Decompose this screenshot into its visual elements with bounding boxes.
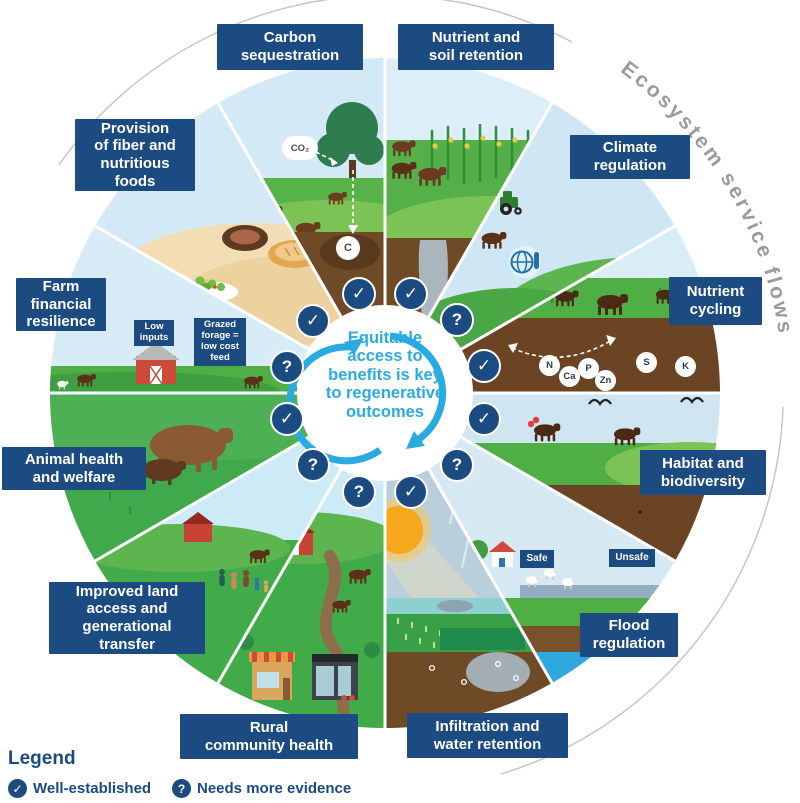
evidence-icon-nutrient-soil-retention: ✓ [394,277,428,311]
evidence-icon-flood-regulation: ? [440,448,474,482]
evidence-icon-animal-health-welfare: ✓ [270,402,304,436]
sector-label-carbon-sequestration: Carbon sequestration [217,24,363,70]
co2-label: CO₂ [282,136,318,160]
carbon-label: C [336,236,360,260]
storefront-awning [249,652,295,700]
legend-label-well-established: Well-established [33,780,152,797]
sector-label-climate-regulation: Climate regulation [570,135,690,179]
check-icon: ✓ [8,779,27,798]
tractor-illustration [500,191,522,215]
grazed-forage-label: Grazed forage = low cost feed [194,318,246,366]
cycle-arrowhead-bottom [406,431,425,449]
low-inputs-label: Low inputs [134,320,174,346]
sector-label-farm-financial-resilience: Farm financial resilience [16,278,106,331]
nutrient-p-label: P [578,358,599,379]
sector-label-improved-land-access: Improved land access and generational tr… [49,582,205,654]
legend-heading: Legend [8,748,76,769]
cow-and-calf [142,425,233,485]
nutrient-ca-label: Ca [559,366,580,387]
legend-label-needs-more-evidence: Needs more evidence [197,780,352,797]
unsafe-label: Unsafe [609,549,655,567]
steak-illustration [222,225,268,251]
nutrient-zn-label: Zn [595,370,616,391]
evidence-icon-climate-regulation: ? [440,303,474,337]
sector-label-rural-community-health: Rural community health [180,714,358,759]
sector-label-nutrient-soil-retention: Nutrient and soil retention [398,24,554,70]
evidence-icon-farm-financial-resilience: ? [270,350,304,384]
sector-label-infiltration-water-retention: Infiltration and water retention [407,713,568,758]
evidence-icon-nutrient-cycling: ✓ [467,349,501,383]
nutrient-s-label: S [636,352,657,373]
question-icon: ? [172,779,191,798]
center-message: Equitable access to benefits is key to r… [325,329,445,421]
climate-globe-icon [509,246,541,278]
house-illustration [489,541,516,567]
sector-label-habitat-biodiversity: Habitat and biodiversity [640,450,766,495]
sector-label-nutrient-cycling: Nutrient cycling [669,277,762,325]
nutrient-k-label: K [675,356,696,377]
cycle-arrowhead-top [344,338,364,355]
evidence-icon-provision-fiber-foods: ✓ [296,304,330,338]
storefront-glass [312,654,358,701]
sector-label-flood-regulation: Flood regulation [580,613,678,657]
barn-illustration [132,342,180,385]
evidence-icon-improved-land-access: ? [296,448,330,482]
butterfly-icon [527,416,540,428]
evidence-icon-infiltration-water-retention: ✓ [394,475,428,509]
safe-label: Safe [520,550,554,568]
legend-item-needs-more-evidence: ? Needs more evidence [172,779,351,798]
sector-label-provision-fiber-foods: Provision of fiber and nutritious foods [75,119,195,191]
sector-label-animal-health-welfare: Animal health and welfare [2,447,146,490]
legend-item-well-established: ✓ Well-established [8,779,151,798]
nutrient-n-label: N [539,355,560,376]
evidence-icon-habitat-biodiversity: ✓ [467,402,501,436]
evidence-icon-rural-community-health: ? [342,475,376,509]
sun-icon [385,506,423,554]
barn-illustration [182,512,214,542]
evidence-icon-carbon-sequestration: ✓ [342,277,376,311]
